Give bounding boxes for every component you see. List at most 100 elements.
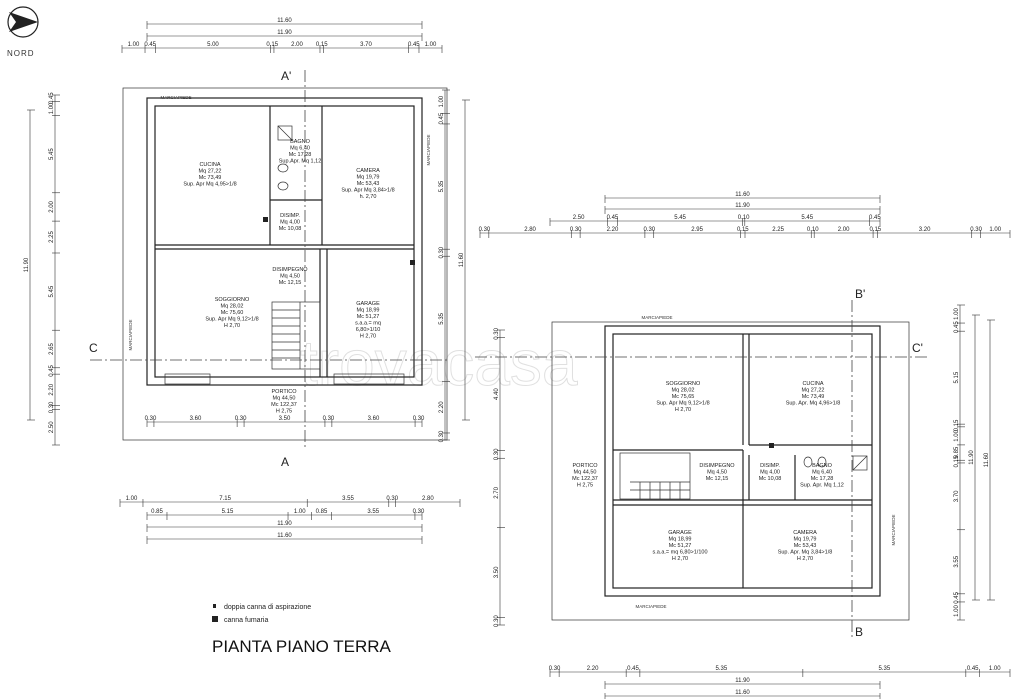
room-value: Mc 53,43 bbox=[794, 543, 817, 549]
dimension-label: 2.50 bbox=[573, 215, 585, 221]
room-value: h. 2,70 bbox=[360, 194, 377, 200]
dimension-label: 0.15 bbox=[954, 455, 960, 467]
room-name: CUCINA bbox=[199, 162, 220, 168]
room-value: Sup. Apr. Mq 3,84>1/8 bbox=[778, 550, 833, 556]
section-mark-b-top: B' bbox=[855, 287, 865, 301]
room-value: Mc 122,37 bbox=[572, 476, 598, 482]
dimension-label: 0.30 bbox=[494, 448, 500, 460]
dimension-label: 3.50 bbox=[494, 566, 500, 578]
walkway-label: MARCIAPIEDE bbox=[160, 95, 191, 100]
dimension-label: 0.10 bbox=[807, 227, 819, 233]
section-mark-c: C bbox=[89, 341, 98, 355]
dimension-label: 5.45 bbox=[49, 285, 55, 297]
dimension-label: 11.90 bbox=[277, 30, 292, 36]
dimension-label: 2.20 bbox=[587, 666, 599, 672]
dimension-label: 3.55 bbox=[367, 509, 379, 515]
dimension-label: 2.00 bbox=[838, 227, 850, 233]
dimension-label: 11.60 bbox=[984, 452, 990, 467]
dimension-label: 2.00 bbox=[49, 200, 55, 212]
room-value: Sup. Apr Mq 9,12>1/8 bbox=[205, 317, 258, 323]
room-value: Mc 17,28 bbox=[811, 476, 834, 482]
dimension-label: 0.30 bbox=[145, 416, 157, 422]
dimension-label: 7.15 bbox=[219, 496, 231, 502]
dimension-label: 0.30 bbox=[479, 227, 491, 233]
dimension-label: 3.60 bbox=[190, 416, 202, 422]
dimension-label: 1.00 bbox=[989, 666, 1001, 672]
room-value: Sup. Apr Mq 9,12>1/8 bbox=[656, 401, 709, 407]
room-value: Mc 51,27 bbox=[357, 314, 380, 320]
room-name: CUCINA bbox=[802, 381, 823, 387]
dimension-label: 2.80 bbox=[422, 496, 434, 502]
dimension-label: 1.00 bbox=[954, 429, 960, 441]
room-value: Mc 12,15 bbox=[706, 476, 729, 482]
dimension-label: 1.00 bbox=[425, 42, 437, 48]
room-name: PORTICO bbox=[573, 463, 599, 469]
room-value: Mq 6,40 bbox=[812, 470, 832, 476]
dimension-label: 11.60 bbox=[735, 690, 750, 696]
room-value: Mq 44,50 bbox=[574, 470, 597, 476]
dimension-label: 0.45 bbox=[607, 215, 619, 221]
room-value: Mq 19,79 bbox=[794, 537, 817, 543]
dimension-label: 0.45 bbox=[627, 666, 639, 672]
dimension-label: 0.15 bbox=[266, 42, 278, 48]
room-value: Mc 73,49 bbox=[802, 394, 825, 400]
dimension-label: 2.65 bbox=[49, 343, 55, 355]
dimension-label: 5.15 bbox=[954, 371, 960, 383]
dimension-label: 4.40 bbox=[494, 388, 500, 400]
room-value: Sup. Apr Mq 3,84>1/8 bbox=[341, 188, 394, 194]
dimension-label: 3.70 bbox=[360, 42, 372, 48]
dimension-label: 1.00 bbox=[954, 308, 960, 320]
room-value: Mc 75,60 bbox=[221, 310, 244, 316]
dimension-label: 0.45 bbox=[869, 215, 881, 221]
walkway-label: MARCIAPIEDE bbox=[426, 134, 431, 165]
dimension-label: 1.00 bbox=[989, 227, 1001, 233]
dimension-label: 11.90 bbox=[735, 203, 750, 209]
room-value: Sup. Apr. Mq 4,96>1/8 bbox=[786, 401, 841, 407]
dimension-label: 0.30 bbox=[49, 401, 55, 413]
room-value: Mq 4,50 bbox=[280, 274, 300, 280]
room-name: GARAGE bbox=[356, 301, 380, 307]
dimension-label: 0.30 bbox=[494, 615, 500, 627]
room-value: 6,80>1/10 bbox=[356, 327, 381, 333]
dimension-label: 5.00 bbox=[207, 42, 219, 48]
room-value: H 2,70 bbox=[224, 323, 240, 329]
dimension-label: 0.30 bbox=[235, 416, 247, 422]
walkway-label: MARCIAPIEDE bbox=[635, 604, 666, 609]
room-value: Mc 122,37 bbox=[271, 402, 297, 408]
dimension-label: 3.70 bbox=[954, 490, 960, 502]
dimension-label: 0.45 bbox=[967, 666, 979, 672]
dimension-label: 0.15 bbox=[954, 419, 960, 431]
dimension-label: 0.30 bbox=[413, 509, 425, 515]
dimension-label: 3.55 bbox=[342, 496, 354, 502]
dimension-label: 3.55 bbox=[954, 555, 960, 567]
dimension-label: 5.35 bbox=[439, 312, 445, 324]
plan-b bbox=[475, 300, 930, 640]
room-name: BAGNO bbox=[812, 463, 833, 469]
dimension-label: 0.30 bbox=[970, 227, 982, 233]
room-value: H 2,70 bbox=[672, 556, 688, 562]
room-value: Mc 73,49 bbox=[199, 175, 222, 181]
room-value: Mc 12,15 bbox=[279, 280, 302, 286]
dimension-label: 0.85 bbox=[151, 509, 163, 515]
dimension-label: 5.35 bbox=[878, 666, 890, 672]
room-value: Mq 4,00 bbox=[760, 470, 780, 476]
dimension-label: 0.30 bbox=[494, 327, 500, 339]
room-name: DISIMP. bbox=[760, 463, 780, 469]
dimension-label: 0.45 bbox=[144, 42, 156, 48]
dimension-label: 1.00 bbox=[126, 496, 138, 502]
dimension-label: 11.60 bbox=[459, 252, 465, 267]
dimension-label: 0.15 bbox=[737, 227, 749, 233]
dimension-label: 3.20 bbox=[919, 227, 931, 233]
room-name: DISIMP. bbox=[280, 213, 300, 219]
section-mark-a-top: A' bbox=[281, 69, 291, 83]
dimension-label: 2.20 bbox=[607, 227, 619, 233]
dimension-label: 0.30 bbox=[386, 496, 398, 502]
walkway-label: MARCIAPIEDE bbox=[128, 319, 133, 350]
room-name: SOGGIORNO bbox=[215, 297, 250, 303]
dimension-label: 0.15 bbox=[316, 42, 328, 48]
room-value: Sup. Apr. Mq 1,12 bbox=[800, 483, 844, 489]
dimension-label: 5.45 bbox=[801, 215, 813, 221]
dimension-label: 0.30 bbox=[643, 227, 655, 233]
dimension-label: 5.45 bbox=[49, 148, 55, 160]
legend-chimney: canna fumaria bbox=[224, 617, 268, 624]
